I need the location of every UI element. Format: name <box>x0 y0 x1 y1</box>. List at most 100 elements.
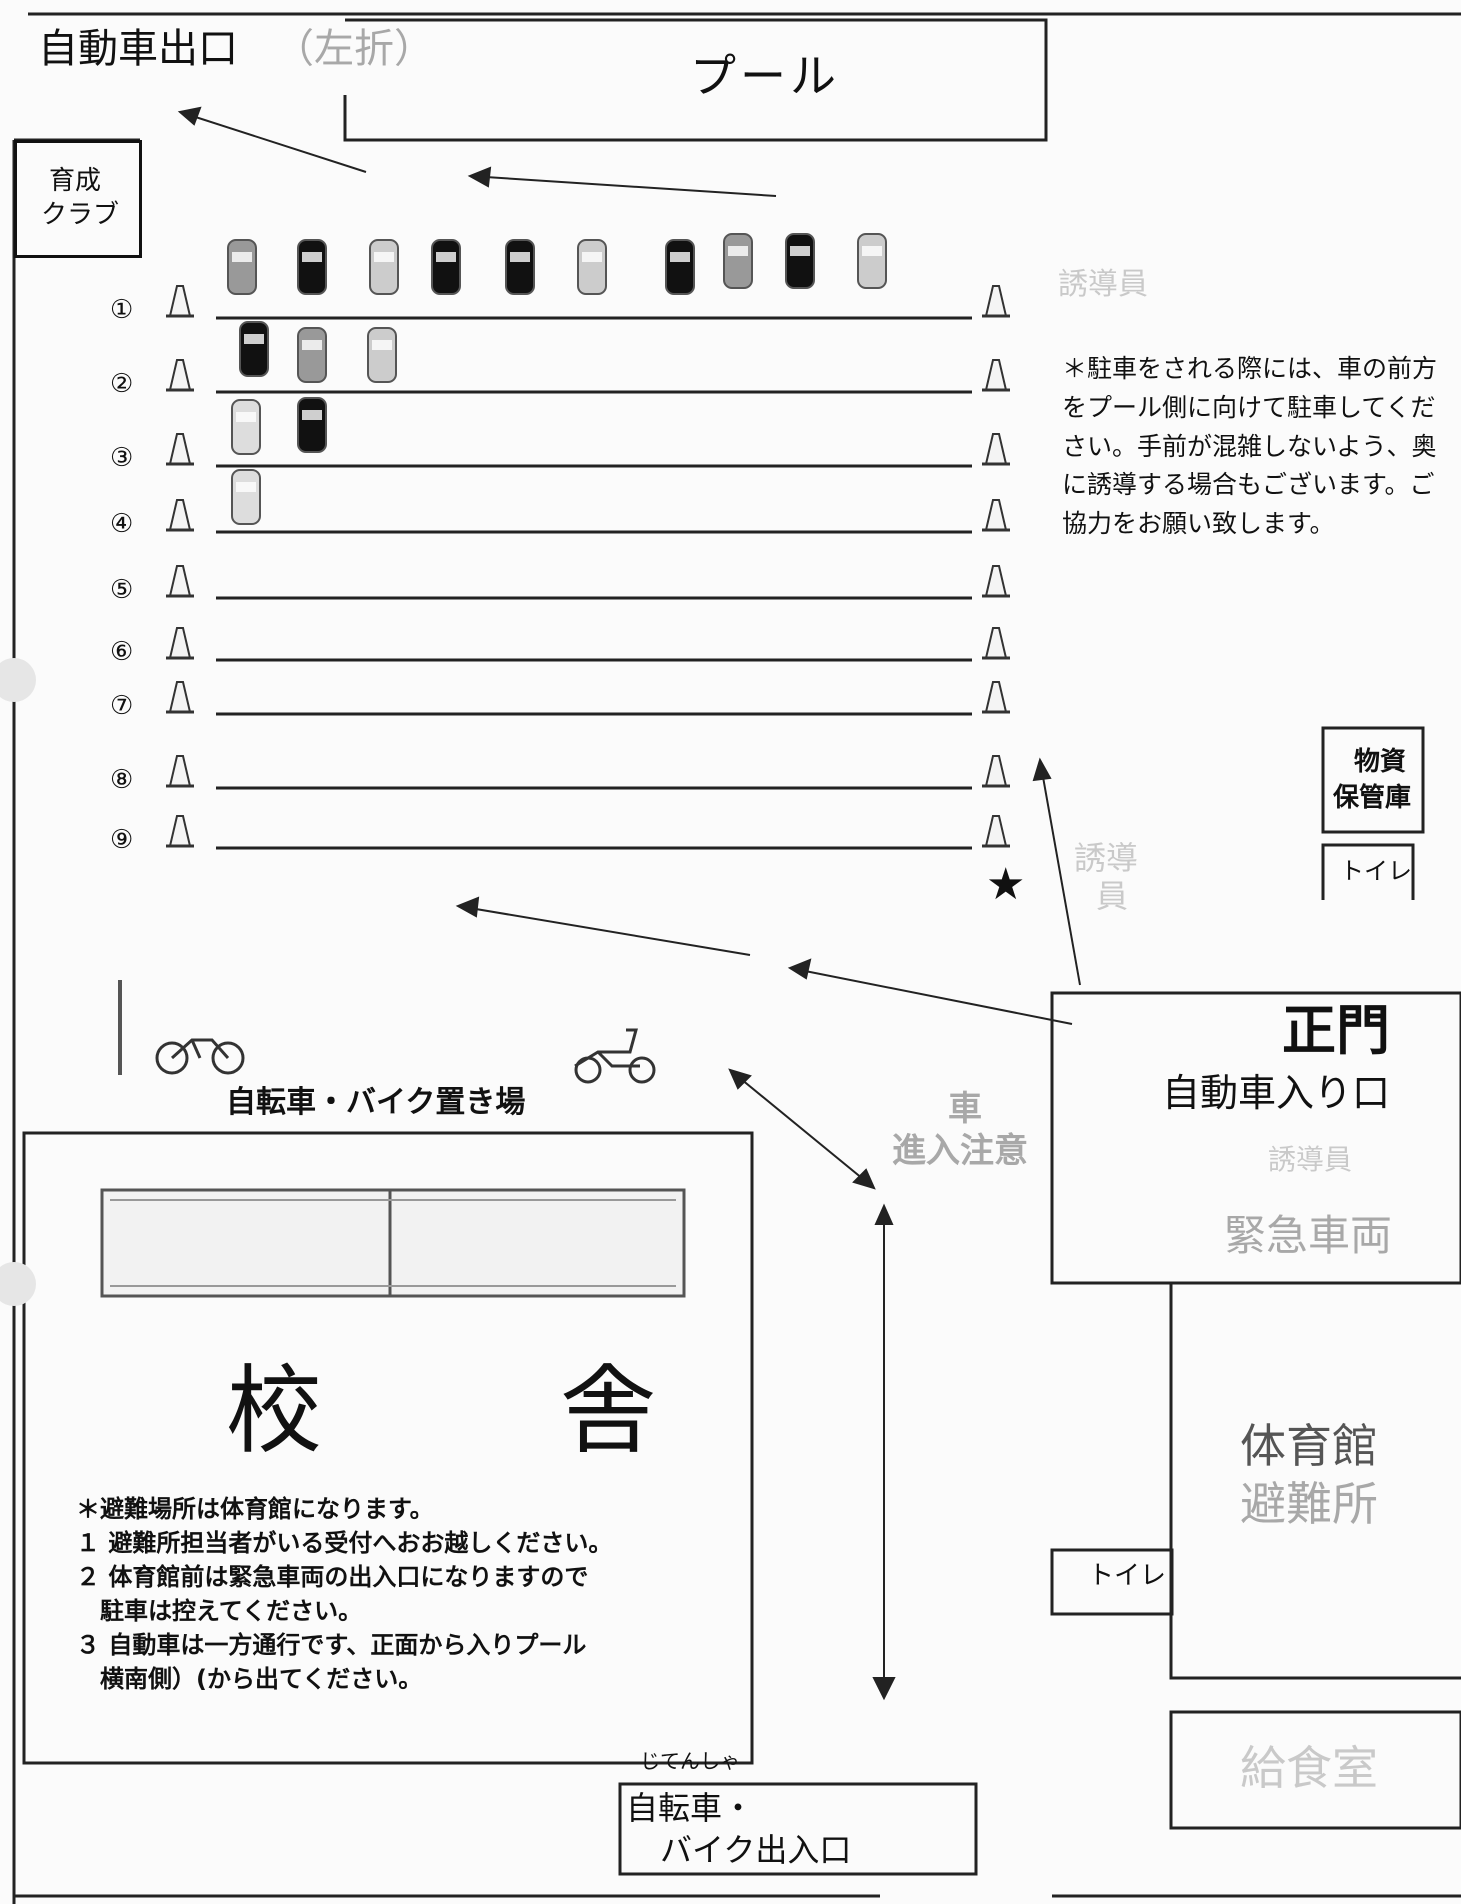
car-window-icon <box>728 246 748 256</box>
cone-icon <box>982 285 1010 318</box>
cone-icon <box>982 499 1010 532</box>
ikusei-club-box: 育成 クラブ <box>14 140 142 258</box>
guide-gate-label: 誘導員 <box>1268 1143 1353 1176</box>
car-icons <box>227 233 887 525</box>
cone-icon <box>166 359 194 392</box>
ikusei-label-1: 育成 <box>49 166 102 196</box>
parked-car-icon <box>227 239 257 295</box>
row-number: ⑨ <box>110 825 134 855</box>
school-note-line: 横南側）(から出てください。 <box>76 1665 423 1693</box>
cone-icon <box>166 815 194 848</box>
cone-icon <box>166 755 194 788</box>
parked-car-icon <box>297 397 327 453</box>
car-window-icon <box>436 252 456 262</box>
parked-car-icon <box>231 469 261 525</box>
cone-icon <box>982 815 1010 848</box>
parked-car-icon <box>297 239 327 295</box>
storage-label-2: 保管庫 <box>1333 783 1412 813</box>
toilet-right-label: トイレ <box>1340 857 1412 885</box>
parking-row-lines <box>216 316 972 850</box>
row-number: ③ <box>110 443 134 473</box>
cone-icon <box>166 433 194 466</box>
school-note-line: 駐車は控えてください。 <box>76 1597 363 1625</box>
parked-car-icon <box>231 399 261 455</box>
car-window-icon <box>790 246 810 256</box>
car-window-icon <box>232 252 252 262</box>
cone-icon <box>166 681 194 714</box>
row-number: ⑧ <box>110 765 134 795</box>
car-window-icon <box>236 482 256 492</box>
cone-icon <box>982 359 1010 392</box>
bike-gate-label-2: バイク出入口 <box>660 1831 852 1869</box>
kitchen-label: 給食室 <box>1240 1741 1378 1795</box>
cone-icon <box>166 627 194 660</box>
parked-car-icon <box>367 327 397 383</box>
gym-label: 体育館 <box>1240 1419 1378 1473</box>
shelter-label: 避難所 <box>1240 1477 1378 1531</box>
car-window-icon <box>862 246 882 256</box>
parked-car-icon <box>239 321 269 377</box>
parked-car-icon <box>505 239 535 295</box>
parked-car-icon <box>857 233 887 289</box>
car-entrance-label: 自動車入り口 <box>1162 1071 1391 1115</box>
cone-icon <box>982 755 1010 788</box>
cone-icon <box>982 627 1010 660</box>
scooter-icon <box>574 1028 656 1084</box>
star-marker: ★ <box>986 859 1026 910</box>
row-number: ④ <box>110 509 134 539</box>
cone-icons <box>166 285 1010 848</box>
car-window-icon <box>374 252 394 262</box>
parking-note: ＊駐車をされる際には、車の前方をプール側に向けて駐車してください。手前が混雑しな… <box>1062 354 1438 538</box>
bike-gate-ruby: じてんしゃ <box>640 1749 740 1773</box>
row-number: ⑤ <box>110 575 134 605</box>
school-notes: ＊避難場所は体育館になります。 １ 避難所担当者がいる受付へおお越しください。 ２ … <box>76 1492 612 1696</box>
row-number: ⑥ <box>110 637 134 667</box>
parked-car-icon <box>369 239 399 295</box>
car-window-icon <box>302 340 322 350</box>
toilet-gym-label: トイレ <box>1088 1561 1167 1591</box>
school-note-line: ＊避難場所は体育館になります。 <box>76 1495 434 1523</box>
parked-car-icon <box>785 233 815 289</box>
car-window-icon <box>510 252 530 262</box>
ikusei-label-2: クラブ <box>41 200 120 230</box>
car-caution-label-1: 車 <box>948 1089 982 1129</box>
cone-icon <box>166 565 194 598</box>
bicycle-icon <box>155 1038 245 1075</box>
school-label-right: 舎 <box>560 1355 656 1467</box>
parked-car-icon <box>577 239 607 295</box>
car-window-icon <box>302 410 322 420</box>
guide-mid-label-1: 誘導 <box>1074 839 1139 877</box>
row-number: ② <box>110 369 134 399</box>
cone-icon <box>982 681 1010 714</box>
emergency-label: 緊急車両 <box>1224 1211 1393 1260</box>
car-window-icon <box>236 412 256 422</box>
guide-top-label: 誘導員 <box>1058 267 1148 302</box>
pool-label: プール <box>690 49 840 103</box>
car-window-icon <box>244 334 264 344</box>
car-exit-label: 自動車出口 <box>38 26 238 72</box>
car-window-icon <box>372 340 392 350</box>
cone-icon <box>166 285 194 318</box>
storage-label-1: 物資 <box>1354 747 1407 777</box>
car-caution-label-2: 進入注意 <box>892 1131 1028 1171</box>
school-note-line: ３ 自動車は一方通行です、正面から入りプール <box>76 1631 587 1659</box>
parked-car-icon <box>665 239 695 295</box>
school-note-line: ２ 体育館前は緊急車両の出入口になりますので <box>76 1563 589 1591</box>
guide-mid-label-2: 員 <box>1096 877 1129 915</box>
car-window-icon <box>582 252 602 262</box>
school-note-line: １ 避難所担当者がいる受付へおお越しください。 <box>76 1529 613 1557</box>
bike-parking-label: 自転車・バイク置き場 <box>226 1085 526 1120</box>
bike-gate-label-1: 自転車・ <box>626 1789 755 1827</box>
school-label-left: 校 <box>226 1355 322 1467</box>
parked-car-icon <box>723 233 753 289</box>
parked-car-icon <box>297 327 327 383</box>
cone-icon <box>982 433 1010 466</box>
car-exit-left-turn: （左折） <box>274 26 434 72</box>
cone-icon <box>982 565 1010 598</box>
car-window-icon <box>302 252 322 262</box>
row-number: ⑦ <box>110 691 134 721</box>
parked-car-icon <box>431 239 461 295</box>
main-gate-label: 正門 <box>1282 999 1390 1062</box>
